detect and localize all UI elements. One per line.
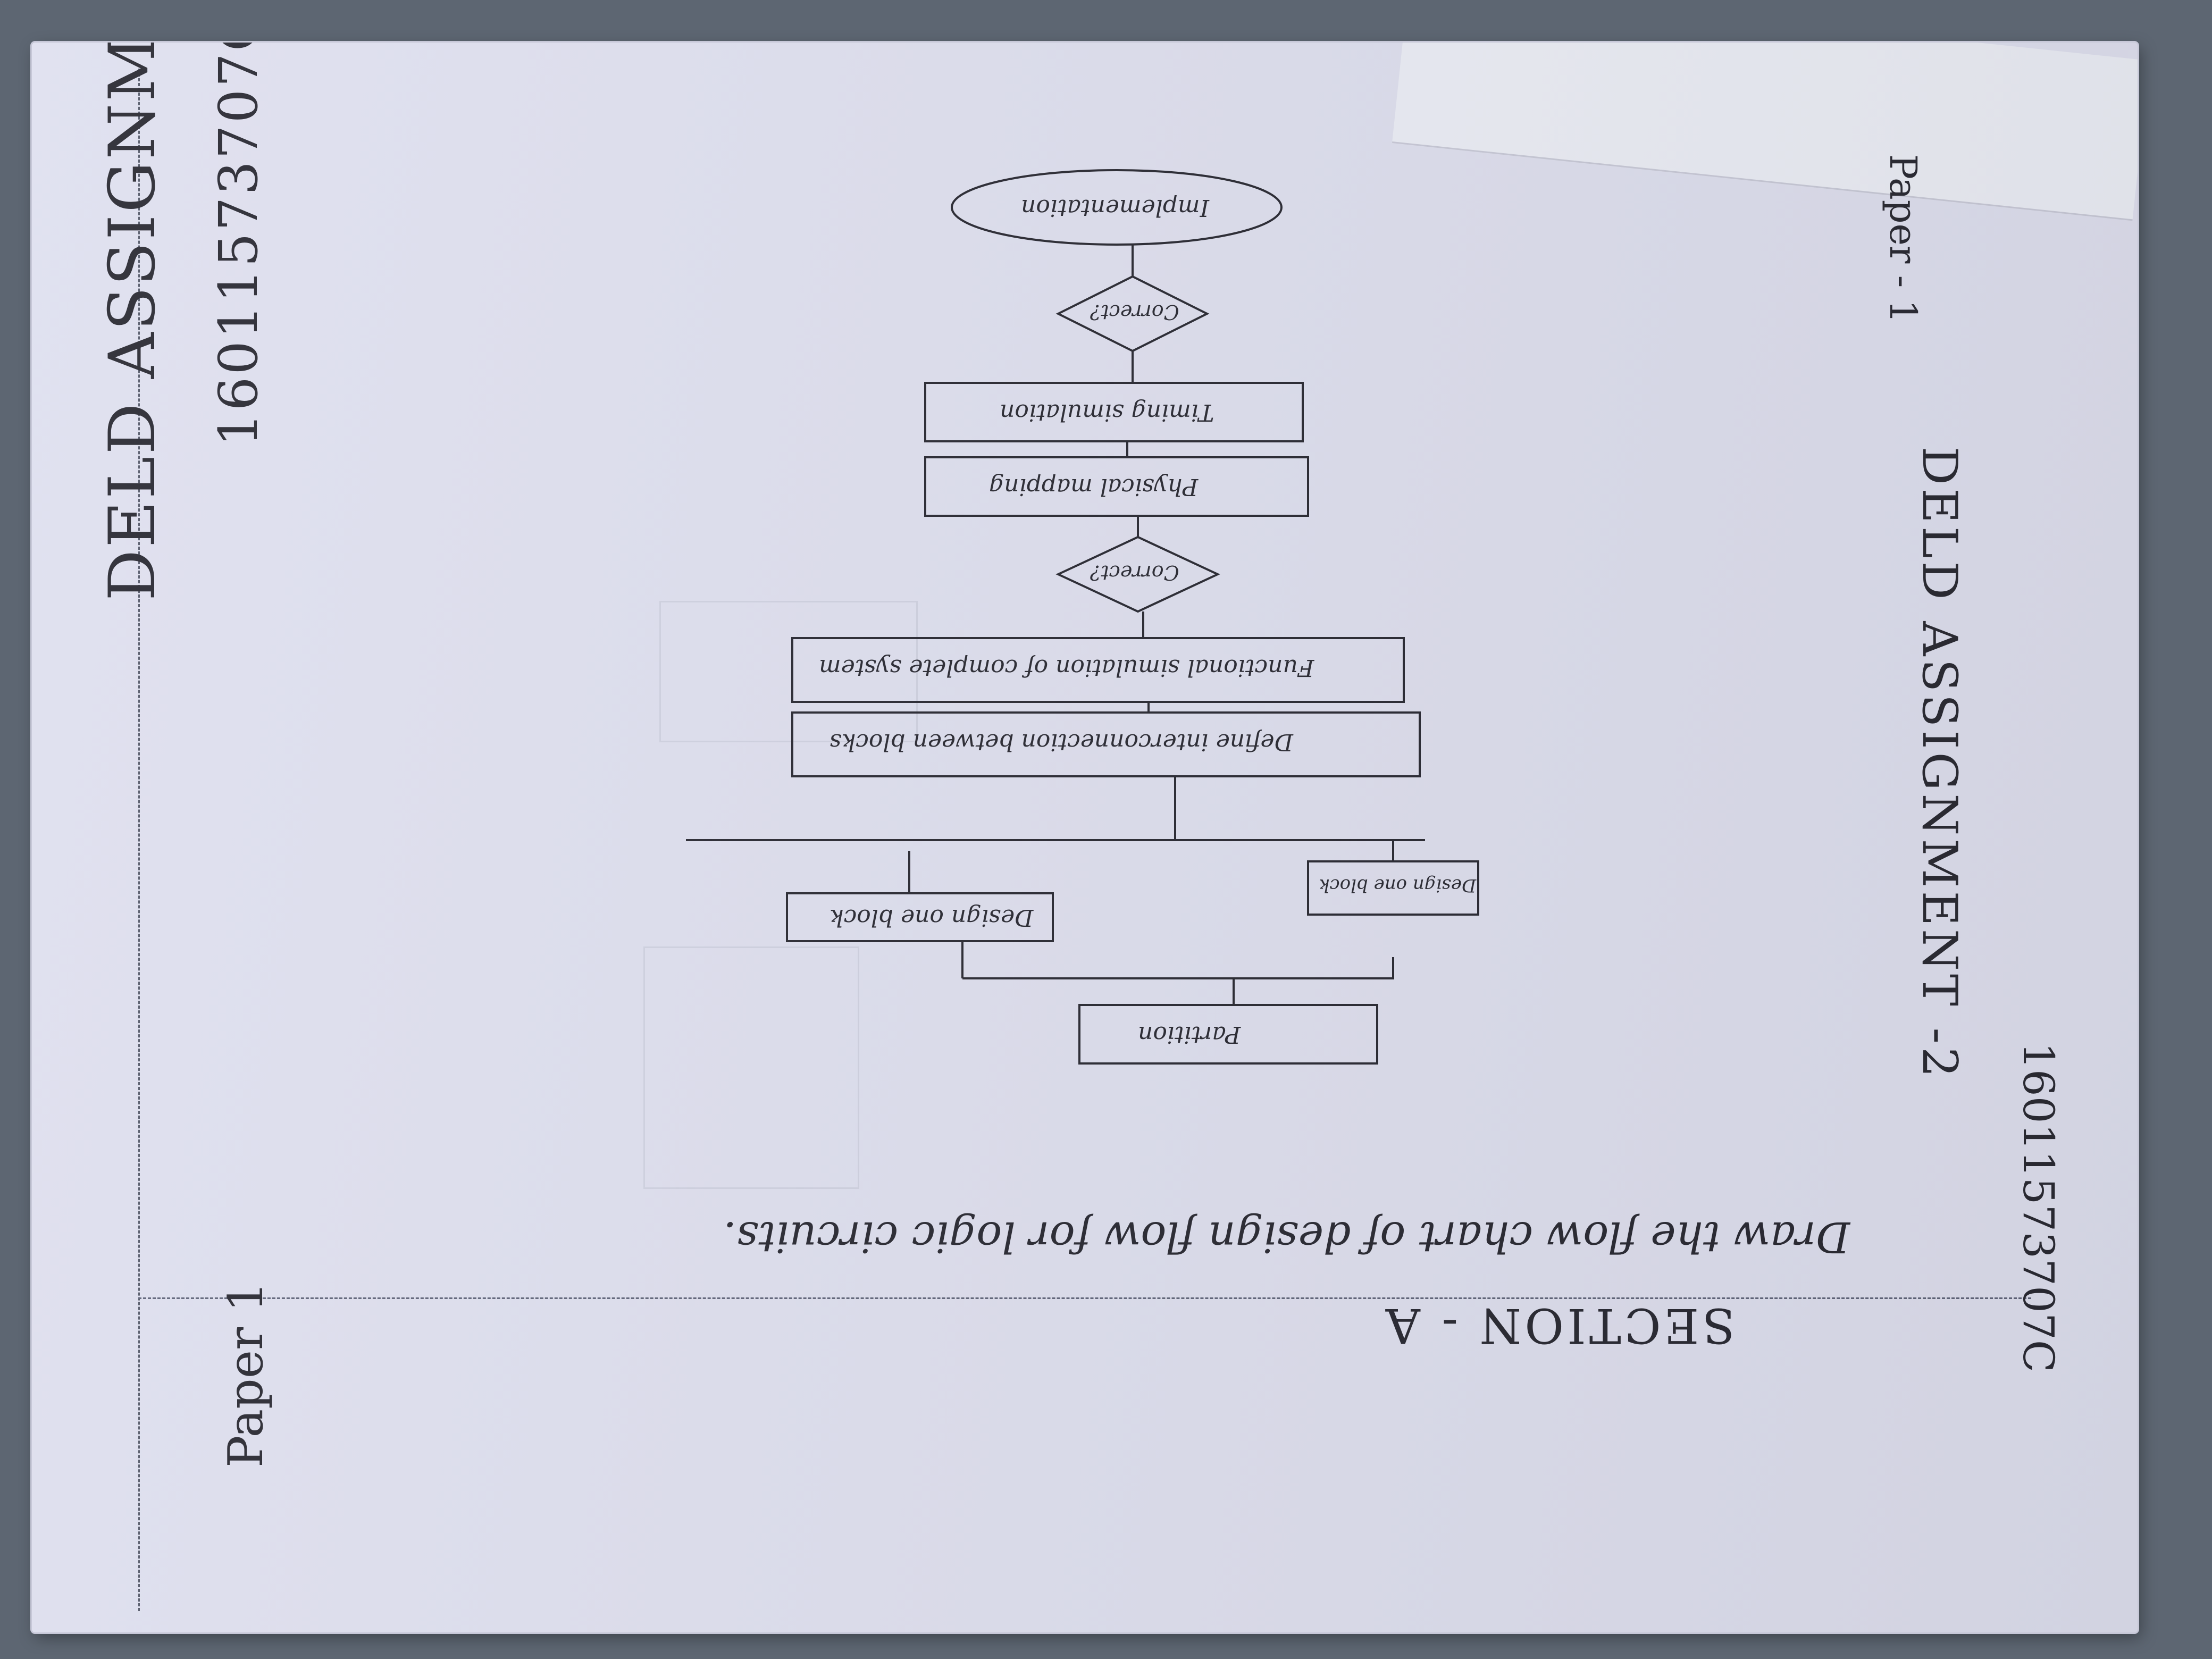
correct-diamond — [1055, 535, 1220, 613]
partition-label: Partition — [1138, 1021, 1241, 1048]
bleed-through — [659, 601, 918, 742]
define-box — [791, 711, 1421, 777]
bleed-through — [643, 946, 859, 1189]
correct2-diamond — [1055, 275, 1210, 353]
margin-line-top — [138, 1297, 2031, 1299]
functional-label: Functional simulation of complete system — [819, 654, 1314, 681]
define-label: Define interconnection between blocks — [830, 728, 1293, 756]
physical-box — [924, 456, 1309, 517]
functional-box — [791, 637, 1405, 703]
timing-label: Timing simulation — [1000, 399, 1214, 426]
block1-label: Design one block — [830, 904, 1034, 931]
flowchart-lines — [686, 169, 1479, 1065]
block2-label: Design one block — [1319, 875, 1477, 896]
implementation-ellipse — [951, 169, 1283, 246]
paper-sheet: DELD ASSIGNMENT-2 16011573707O Paper 1 D… — [32, 43, 2138, 1632]
correct-label: Correct? — [1090, 561, 1179, 584]
correct2-label: Correct? — [1090, 300, 1179, 324]
partition-box — [1078, 1004, 1378, 1065]
timing-box — [924, 382, 1304, 442]
implementation-label: Implementation — [1021, 194, 1209, 221]
block1-box — [786, 892, 1054, 942]
physical-label: Physical mapping — [989, 473, 1199, 500]
flowchart: Partition Design one block Design one bl… — [32, 43, 2138, 1632]
margin-line — [138, 64, 140, 1611]
